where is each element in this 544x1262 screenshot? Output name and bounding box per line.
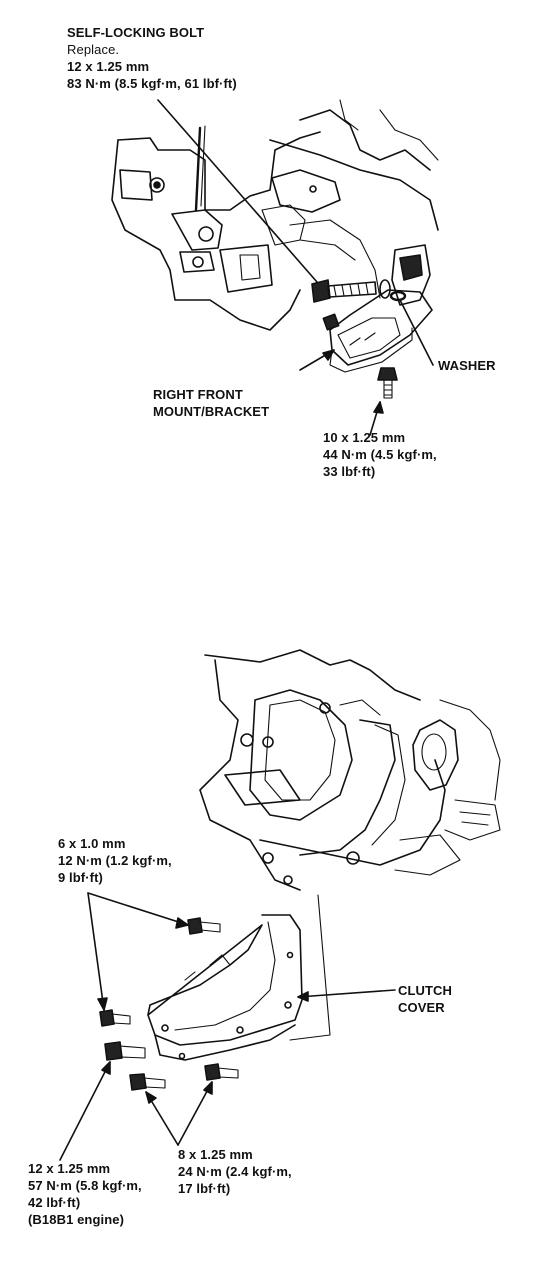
mount-label-line1: RIGHT FRONT: [153, 387, 243, 402]
large-bolt-engine-note: (B18B1 engine): [28, 1212, 125, 1227]
self-locking-bolt-torque: 83 N·m (8.5 kgf·m, 61 lbf·ft): [67, 76, 237, 91]
clutch-cover-label: CLUTCH COVER: [398, 982, 452, 1016]
small-bolts-size: 6 x 1.0 mm: [58, 836, 126, 851]
lower-leader-lines: [59, 892, 396, 1161]
mount-bolt-size: 10 x 1.25 mm: [323, 430, 406, 445]
large-bolt-callout: 12 x 1.25 mm 57 N·m (5.8 kgf·m, 42 lbf·f…: [28, 1160, 142, 1228]
mount-bolt-torque-line2: 33 lbf·ft): [323, 464, 376, 479]
clutch-cover-drawing: [147, 914, 303, 1061]
right-front-mount-label: RIGHT FRONT MOUNT/BRACKET: [153, 386, 269, 420]
self-locking-bolt-callout: SELF-LOCKING BOLT Replace. 12 x 1.25 mm …: [67, 24, 237, 92]
small-bolts-torque-line2: 9 lbf·ft): [58, 870, 103, 885]
self-locking-bolt-size: 12 x 1.25 mm: [67, 59, 150, 74]
mount-bolt-torque-line1: 44 N·m (4.5 kgf·m,: [323, 447, 437, 462]
mount-bolt-callout: 10 x 1.25 mm 44 N·m (4.5 kgf·m, 33 lbf·f…: [323, 429, 437, 480]
large-bolt-torque-line1: 57 N·m (5.8 kgf·m,: [28, 1178, 142, 1193]
clutch-cover-bolts-drawing: [99, 917, 239, 1091]
mount-bracket-drawing: [322, 244, 433, 399]
self-locking-bolt-title: SELF-LOCKING BOLT: [67, 25, 205, 40]
self-locking-bolt-note: Replace.: [67, 42, 120, 57]
mount-label-line2: MOUNT/BRACKET: [153, 404, 270, 419]
large-bolt-torque-line2: 42 lbf·ft): [28, 1195, 81, 1210]
small-bolts-torque-line1: 12 N·m (1.2 kgf·m,: [58, 853, 172, 868]
upper-engine-block-drawing: [111, 99, 439, 331]
clutch-cover-line1: CLUTCH: [398, 983, 453, 998]
washer-label: WASHER: [438, 358, 496, 373]
large-bolt-size: 12 x 1.25 mm: [28, 1161, 111, 1176]
medium-bolts-torque-line1: 24 N·m (2.4 kgf·m,: [178, 1164, 292, 1179]
transmission-housing-drawing: [199, 649, 501, 1041]
self-locking-bolt-drawing: [311, 279, 391, 303]
clutch-cover-line2: COVER: [398, 1000, 445, 1015]
upper-leader-lines: [157, 99, 434, 436]
medium-bolts-torque-line2: 17 lbf·ft): [178, 1181, 231, 1196]
small-bolts-callout: 6 x 1.0 mm 12 N·m (1.2 kgf·m, 9 lbf·ft): [58, 835, 172, 886]
medium-bolts-size: 8 x 1.25 mm: [178, 1147, 253, 1162]
medium-bolts-callout: 8 x 1.25 mm 24 N·m (2.4 kgf·m, 17 lbf·ft…: [178, 1146, 292, 1197]
